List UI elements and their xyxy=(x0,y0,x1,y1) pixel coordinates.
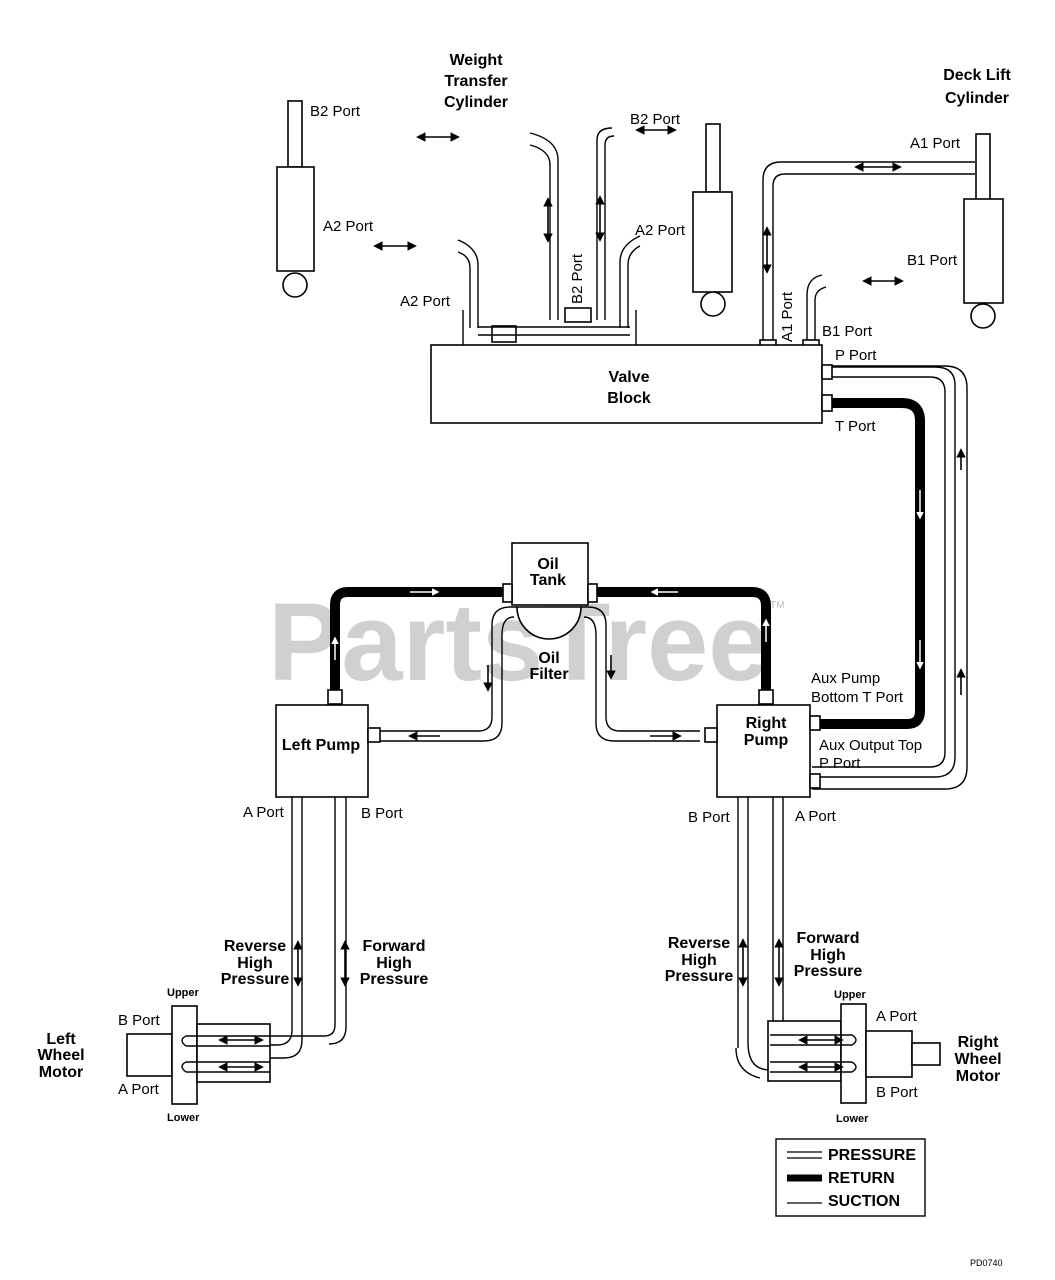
rm-lower: Lower xyxy=(836,1113,869,1125)
weight-transfer-label-2: Transfer xyxy=(444,73,507,90)
port-labels: B2 Port A2 Port A2 Port B2 Port B2 Port … xyxy=(118,103,961,1125)
oil-tank-label-2: Tank xyxy=(530,572,566,589)
left-pump-label: Left Pump xyxy=(282,737,360,754)
left-forward-1: Forward xyxy=(362,938,425,955)
right-reverse-2: High xyxy=(681,952,717,969)
right-weight-cylinder xyxy=(692,123,733,317)
port-right-b: B Port xyxy=(688,809,731,826)
port-b2-top-left: B2 Port xyxy=(310,103,361,120)
right-motor-label-3: Motor xyxy=(956,1068,1000,1085)
valve-block-label-2: Block xyxy=(607,390,651,407)
port-b1-valve: B1 Port xyxy=(822,323,873,340)
rm-upper: Upper xyxy=(834,989,867,1001)
port-a2-left: A2 Port xyxy=(323,218,374,235)
left-forward-3: Pressure xyxy=(360,971,429,988)
right-forward-3: Pressure xyxy=(794,963,863,980)
left-reverse-2: High xyxy=(237,955,273,972)
flow-arrows xyxy=(218,125,966,1072)
legend-return: RETURN xyxy=(828,1170,895,1187)
port-b2-top-right: B2 Port xyxy=(630,111,681,128)
port-right-a: A Port xyxy=(795,808,837,825)
port-aux-pump-2: Bottom T Port xyxy=(811,689,904,706)
right-pump xyxy=(716,704,811,798)
port-lm-a: A Port xyxy=(118,1081,160,1098)
port-a2-valve: A2 Port xyxy=(400,293,451,310)
right-reverse-1: Reverse xyxy=(668,935,730,952)
right-forward-2: High xyxy=(810,947,846,964)
legend: PRESSURE RETURN SUCTION xyxy=(775,1138,926,1217)
port-aux-output-2: P Port xyxy=(819,755,861,772)
right-forward-1: Forward xyxy=(796,930,859,947)
oil-tank xyxy=(511,542,589,606)
port-a1-valve: A1 Port xyxy=(779,291,796,342)
lm-upper: Upper xyxy=(167,987,200,999)
left-motor-label-3: Motor xyxy=(39,1064,83,1081)
weight-transfer-label-3: Cylinder xyxy=(444,94,508,111)
right-pump-label-2: Pump xyxy=(744,732,789,749)
right-reverse-3: Pressure xyxy=(665,968,734,985)
port-aux-output-1: Aux Output Top xyxy=(819,737,922,754)
lm-lower: Lower xyxy=(167,1112,200,1124)
port-lm-b: B Port xyxy=(118,1012,161,1029)
port-b2-valve: B2 Port xyxy=(569,253,586,304)
port-left-a: A Port xyxy=(243,804,285,821)
component-labels: Weight Transfer Cylinder Deck Lift Cylin… xyxy=(37,52,1011,1085)
figure-code: PD0740 xyxy=(970,1258,1003,1268)
oil-filter-label-1: Oil xyxy=(538,650,559,667)
deck-lift-cylinder xyxy=(963,133,1004,329)
port-p: P Port xyxy=(835,347,877,364)
oil-tank-label-1: Oil xyxy=(537,556,558,573)
left-pump xyxy=(275,704,369,798)
right-motor-label-1: Right xyxy=(958,1034,1000,1051)
left-reverse-1: Reverse xyxy=(224,938,286,955)
legend-pressure: PRESSURE xyxy=(828,1147,916,1164)
valve-block-label-1: Valve xyxy=(609,369,650,386)
left-reverse-3: Pressure xyxy=(221,971,290,988)
port-a2-right: A2 Port xyxy=(635,222,686,239)
port-b1-right: B1 Port xyxy=(907,252,958,269)
legend-suction: SUCTION xyxy=(828,1193,900,1210)
right-pump-label-1: Right xyxy=(746,715,788,732)
port-rm-a: A Port xyxy=(876,1008,918,1025)
left-forward-2: High xyxy=(376,955,412,972)
oil-filter xyxy=(516,606,582,640)
port-rm-b: B Port xyxy=(876,1084,919,1101)
watermark-tm: TM xyxy=(770,600,784,611)
left-motor-label-2: Wheel xyxy=(37,1047,84,1064)
oil-filter-label-2: Filter xyxy=(529,666,568,683)
valve-block xyxy=(430,344,823,424)
deck-lift-label-1: Deck Lift xyxy=(943,67,1011,84)
port-left-b: B Port xyxy=(361,805,404,822)
left-weight-cylinder xyxy=(276,100,315,298)
port-a1-top: A1 Port xyxy=(910,135,961,152)
right-motor-label-2: Wheel xyxy=(954,1051,1001,1068)
left-motor-label-1: Left xyxy=(46,1031,76,1048)
port-t: T Port xyxy=(835,418,876,435)
weight-transfer-label-1: Weight xyxy=(449,52,503,69)
deck-lift-label-2: Cylinder xyxy=(945,90,1009,107)
port-aux-pump-1: Aux Pump xyxy=(811,670,880,687)
